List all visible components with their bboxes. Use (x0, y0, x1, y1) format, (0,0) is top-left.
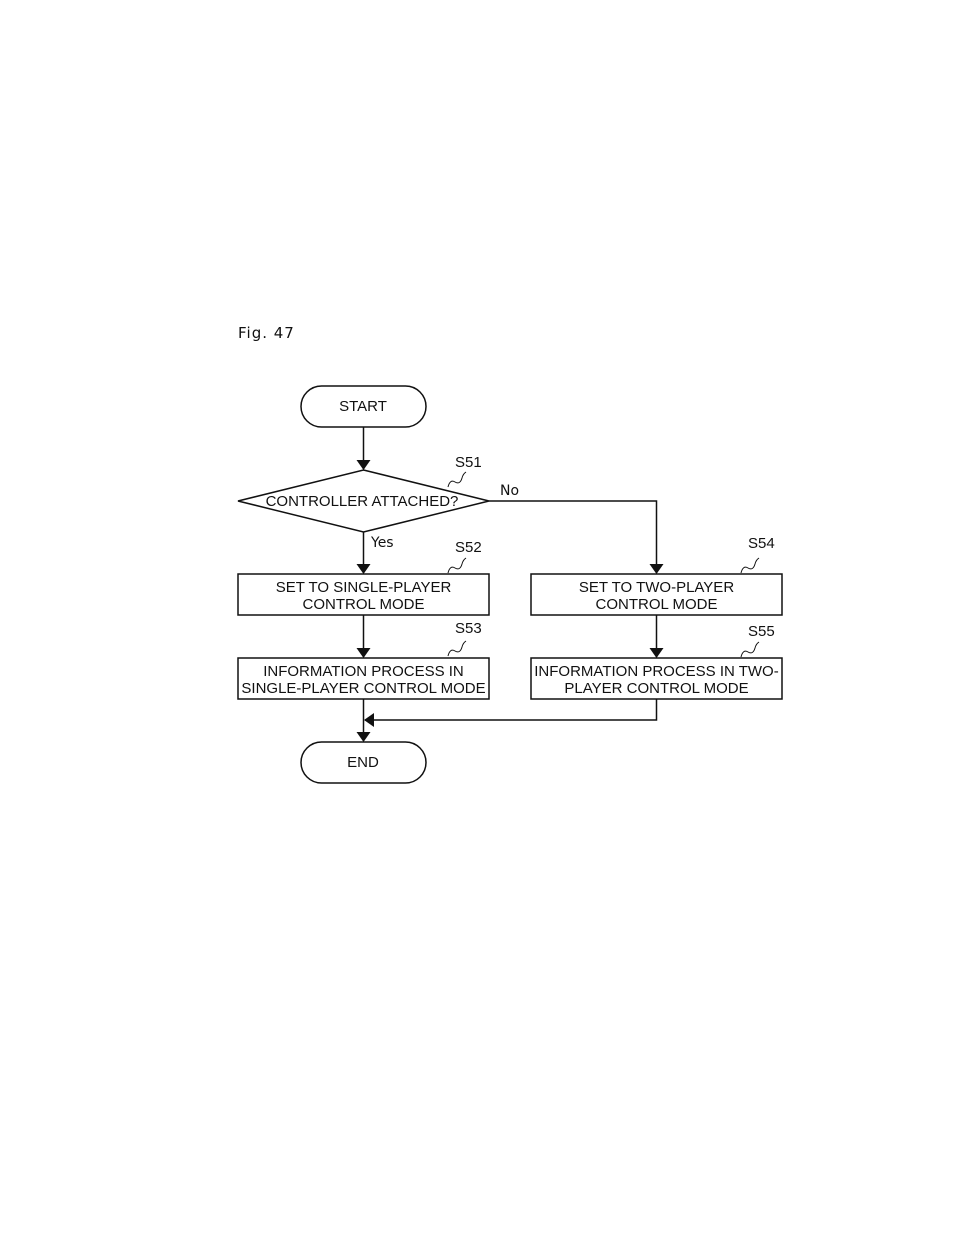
s55-line2: PLAYER CONTROL MODE (564, 680, 748, 697)
start-terminal: START (300, 385, 427, 428)
edge-label-no: No (500, 483, 519, 499)
decision-s51-text: CONTROLLER ATTACHED? (266, 493, 459, 510)
process-s52: SET TO SINGLE-PLAYER CONTROL MODE (237, 573, 490, 616)
s52-line1: SET TO SINGLE-PLAYER (276, 579, 452, 596)
leader-s52 (447, 557, 467, 574)
s54-line2: CONTROL MODE (596, 596, 718, 613)
step-label-s52: S52 (455, 539, 482, 556)
s53-line2: SINGLE-PLAYER CONTROL MODE (241, 680, 485, 697)
step-label-s55: S55 (748, 623, 775, 640)
step-label-s54: S54 (748, 535, 775, 552)
process-s54: SET TO TWO-PLAYER CONTROL MODE (530, 573, 783, 616)
s53-line1: INFORMATION PROCESS IN (263, 663, 464, 680)
decision-s51: CONTROLLER ATTACHED? (237, 469, 490, 533)
process-s55: INFORMATION PROCESS IN TWO- PLAYER CONTR… (530, 657, 783, 700)
end-terminal: END (300, 741, 427, 784)
arrow-no-to-s54 (489, 500, 664, 574)
figure-label: Fig. 47 (238, 324, 295, 342)
end-text: END (347, 754, 379, 771)
s54-line1: SET TO TWO-PLAYER (579, 579, 734, 596)
s52-line2: CONTROL MODE (303, 596, 425, 613)
arrow-s55-to-merge (364, 699, 658, 727)
s55-line1: INFORMATION PROCESS IN TWO- (534, 663, 778, 680)
step-label-s51: S51 (455, 454, 482, 471)
leader-s55 (740, 641, 760, 658)
step-label-s53: S53 (455, 620, 482, 637)
start-text: START (339, 398, 387, 415)
leader-s51 (447, 471, 467, 488)
leader-s53 (447, 640, 467, 657)
leader-s54 (740, 557, 760, 574)
process-s53: INFORMATION PROCESS IN SINGLE-PLAYER CON… (237, 657, 490, 700)
edge-label-yes: Yes (370, 535, 394, 551)
